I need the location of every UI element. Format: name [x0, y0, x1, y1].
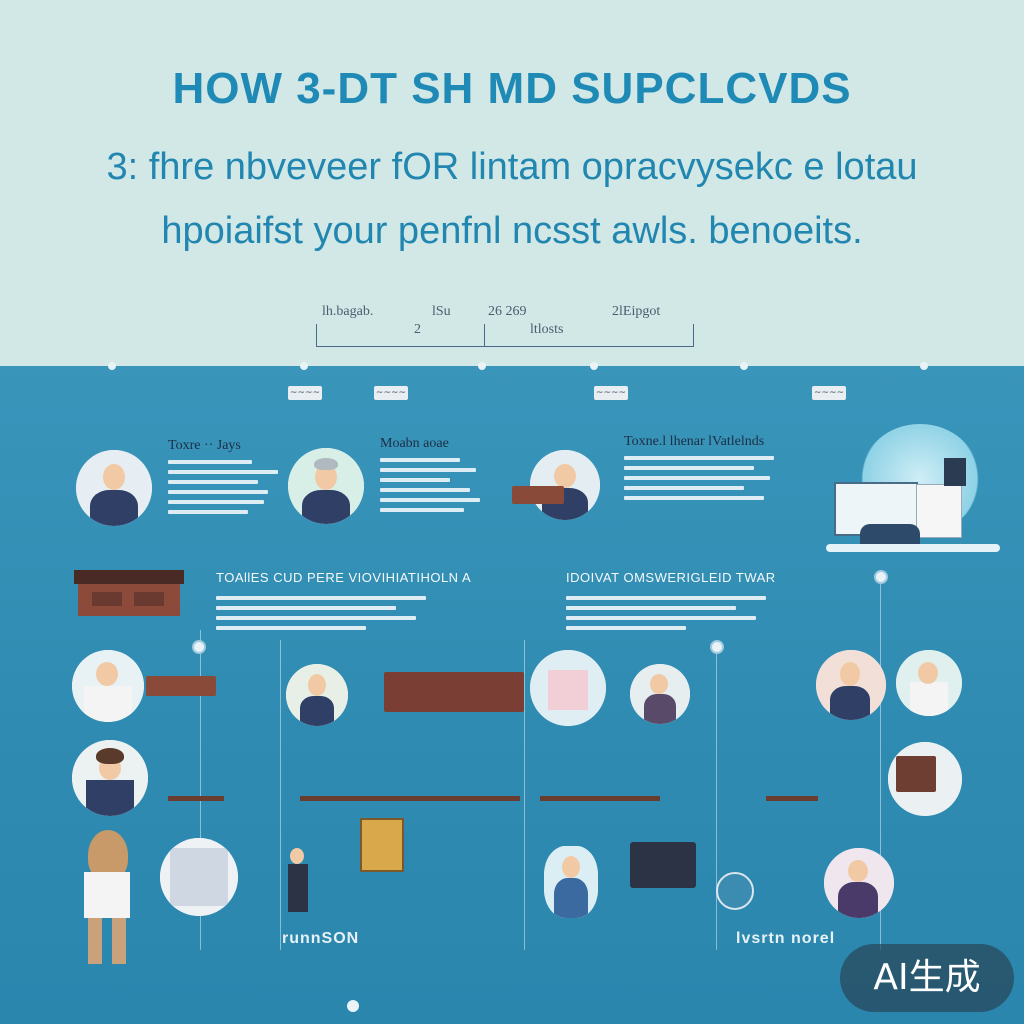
profile-card-text: Moabn aoae — [380, 436, 490, 518]
timeline-bracket — [316, 324, 694, 347]
timeline-label: lSu — [432, 304, 451, 319]
card-heading: Toxre ·· Jays — [168, 438, 241, 453]
desk-shape — [146, 676, 216, 696]
avatar — [544, 846, 598, 918]
profile-avatar — [530, 450, 600, 520]
book-illustration — [360, 818, 404, 872]
section-text-left — [216, 590, 456, 636]
clock-icon — [716, 872, 754, 910]
avatar — [72, 650, 144, 722]
main-title: HOW 3-DT SH MD SUPCLCVDS — [172, 64, 852, 113]
guide-line — [200, 630, 201, 950]
timeline-label: 26 269 — [488, 304, 527, 319]
avatar — [896, 650, 962, 716]
timeline-sublabel: 2 — [414, 322, 421, 337]
timeline-tick — [484, 324, 485, 346]
page-indicator-dot — [347, 1000, 359, 1012]
avatar — [630, 664, 690, 724]
section-heading-right: IDOIVAT OMSWERIGLEID TWAR — [566, 570, 776, 585]
profile-card-text: Toxre ·· Jays — [168, 438, 288, 520]
step-dot — [300, 362, 308, 370]
avatar — [888, 742, 962, 816]
step-dot — [478, 362, 486, 370]
step-tag: ~~~~ — [374, 386, 408, 400]
bottom-label-left: runnSON — [282, 930, 360, 947]
header-panel — [0, 0, 1024, 366]
bottom-label-right: lvsrtn norel — [736, 930, 836, 947]
guide-line — [716, 640, 717, 950]
step-dot — [108, 362, 116, 370]
step-dot — [920, 362, 928, 370]
timeline-label: 2lEipgot — [612, 304, 661, 319]
guide-line — [880, 580, 881, 950]
person-figure — [286, 848, 310, 912]
ai-generated-badge: AI生成 — [840, 944, 1014, 1012]
monitor-illustration — [630, 842, 696, 888]
avatar — [72, 740, 148, 816]
shelf-shape — [300, 796, 520, 801]
bench-illustration — [74, 570, 184, 618]
avatar — [160, 838, 238, 916]
profile-avatar — [76, 450, 152, 526]
node-dot — [192, 640, 206, 654]
section-text-right — [566, 590, 786, 636]
desk-shape — [384, 672, 524, 712]
guide-line — [524, 640, 525, 950]
shelf-shape — [766, 796, 818, 801]
node-dot — [710, 640, 724, 654]
avatar — [824, 848, 894, 918]
step-dot — [590, 362, 598, 370]
card-heading: Moabn aoae — [380, 436, 449, 451]
subtitle-line-2: hpoiaifst your penfnl ncsst awls. benoei… — [161, 210, 863, 252]
profile-card-text: Toxne.l lhenar lVatlelnds — [624, 434, 780, 506]
step-tag: ~~~~ — [812, 386, 846, 400]
card-heading: Toxne.l lhenar lVatlelnds — [624, 434, 765, 449]
step-tag: ~~~~ — [594, 386, 628, 400]
office-illustration — [826, 424, 1000, 554]
timeline-sublabel: ltlosts — [530, 322, 564, 337]
avatar — [816, 650, 886, 720]
subtitle-line-1: 3: fhre nbveveer fOR lintam opracvysekc … — [106, 146, 918, 188]
section-heading-left: TOAllES CUD PERE VIOVIHIATIHOLN A — [216, 570, 472, 585]
avatar — [530, 650, 606, 726]
node-dot — [874, 570, 888, 584]
avatar — [286, 664, 348, 726]
step-dot — [740, 362, 748, 370]
shelf-shape — [540, 796, 660, 801]
desk-shape — [512, 486, 564, 504]
step-tag: ~~~~ — [288, 386, 322, 400]
timeline-label: lh.bagab. — [322, 304, 374, 319]
guide-line — [280, 640, 281, 950]
profile-avatar — [288, 448, 364, 524]
shelf-shape — [168, 796, 224, 801]
person-figure — [64, 830, 148, 966]
